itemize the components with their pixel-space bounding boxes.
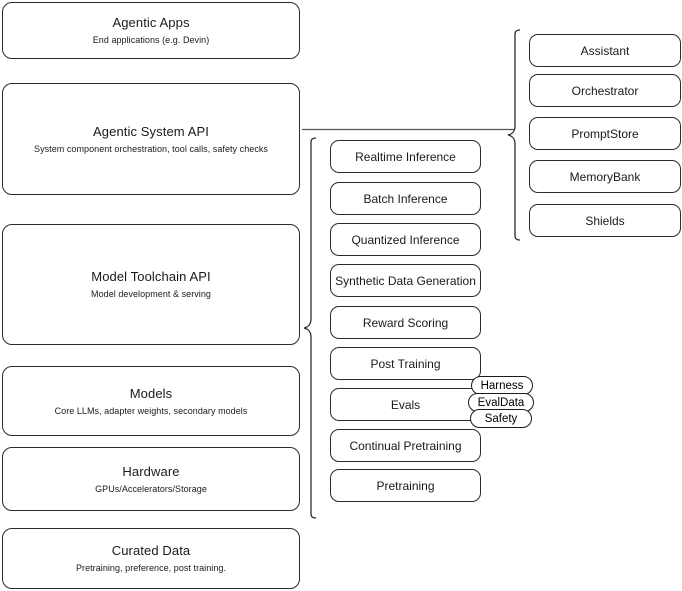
component-realtime-inference[interactable]: Realtime Inference [330, 140, 481, 173]
component-label: Realtime Inference [355, 149, 456, 164]
component-label: Orchestrator [571, 83, 639, 98]
component-label: Assistant [580, 43, 630, 58]
component-batch-inference[interactable]: Batch Inference [330, 182, 481, 215]
component-orchestrator[interactable]: Orchestrator [529, 74, 681, 107]
badge-label: EvalData [477, 396, 525, 409]
component-label: Quantized Inference [351, 232, 460, 247]
component-label: Shields [585, 213, 625, 228]
badge-evaldata[interactable]: EvalData [468, 393, 534, 412]
component-quantized-inference[interactable]: Quantized Inference [330, 223, 481, 256]
component-promptstore[interactable]: PromptStore [529, 117, 681, 150]
component-label: MemoryBank [569, 169, 641, 184]
component-label: Evals [390, 397, 421, 412]
layer-agentic-system-api[interactable]: Agentic System API System component orch… [2, 83, 300, 195]
badge-harness[interactable]: Harness [471, 376, 533, 395]
system-api-connector [302, 128, 514, 131]
component-label: PromptStore [571, 126, 639, 141]
layer-title: Agentic Apps [112, 15, 190, 30]
layer-subtitle: Model development & serving [91, 289, 211, 299]
badge-safety[interactable]: Safety [470, 409, 532, 428]
toolchain-components-brace [303, 137, 317, 519]
component-post-training[interactable]: Post Training [330, 347, 481, 380]
component-reward-scoring[interactable]: Reward Scoring [330, 306, 481, 339]
layer-subtitle: Core LLMs, adapter weights, secondary mo… [54, 405, 248, 416]
component-synthetic-data-generation[interactable]: Synthetic Data Generation [330, 264, 481, 297]
component-label: Reward Scoring [362, 315, 449, 330]
layer-title: Model Toolchain API [91, 269, 211, 284]
layer-hardware[interactable]: Hardware GPUs/Accelerators/Storage [2, 447, 300, 511]
layer-model-toolchain-api[interactable]: Model Toolchain API Model development & … [2, 224, 300, 345]
component-pretraining[interactable]: Pretraining [330, 469, 481, 502]
component-assistant[interactable]: Assistant [529, 34, 681, 67]
badge-label: Harness [480, 379, 524, 392]
component-label: Synthetic Data Generation [335, 273, 476, 288]
layer-agentic-apps[interactable]: Agentic Apps End applications (e.g. Devi… [2, 2, 300, 59]
system-components-brace [507, 29, 521, 241]
layer-curated-data[interactable]: Curated Data Pretraining, preference, po… [2, 528, 300, 589]
component-memorybank[interactable]: MemoryBank [529, 160, 681, 193]
component-label: Post Training [370, 356, 441, 371]
component-continual-pretraining[interactable]: Continual Pretraining [330, 429, 481, 462]
layer-title: Models [129, 385, 173, 401]
component-label: Pretraining [376, 478, 435, 493]
layer-subtitle: GPUs/Accelerators/Storage [95, 483, 207, 494]
layer-title: Agentic System API [93, 123, 209, 139]
component-label: Continual Pretraining [349, 438, 462, 453]
layer-title: Curated Data [111, 543, 191, 558]
badge-label: Safety [484, 412, 518, 425]
layer-subtitle: End applications (e.g. Devin) [92, 35, 210, 45]
component-shields[interactable]: Shields [529, 204, 681, 237]
component-evals[interactable]: Evals [330, 388, 481, 421]
layer-title: Hardware [122, 463, 180, 479]
layer-models[interactable]: Models Core LLMs, adapter weights, secon… [2, 366, 300, 436]
layer-subtitle: Pretraining, preference, post training. [75, 563, 227, 573]
component-label: Batch Inference [363, 191, 448, 206]
layer-subtitle: System component orchestration, tool cal… [34, 143, 268, 154]
